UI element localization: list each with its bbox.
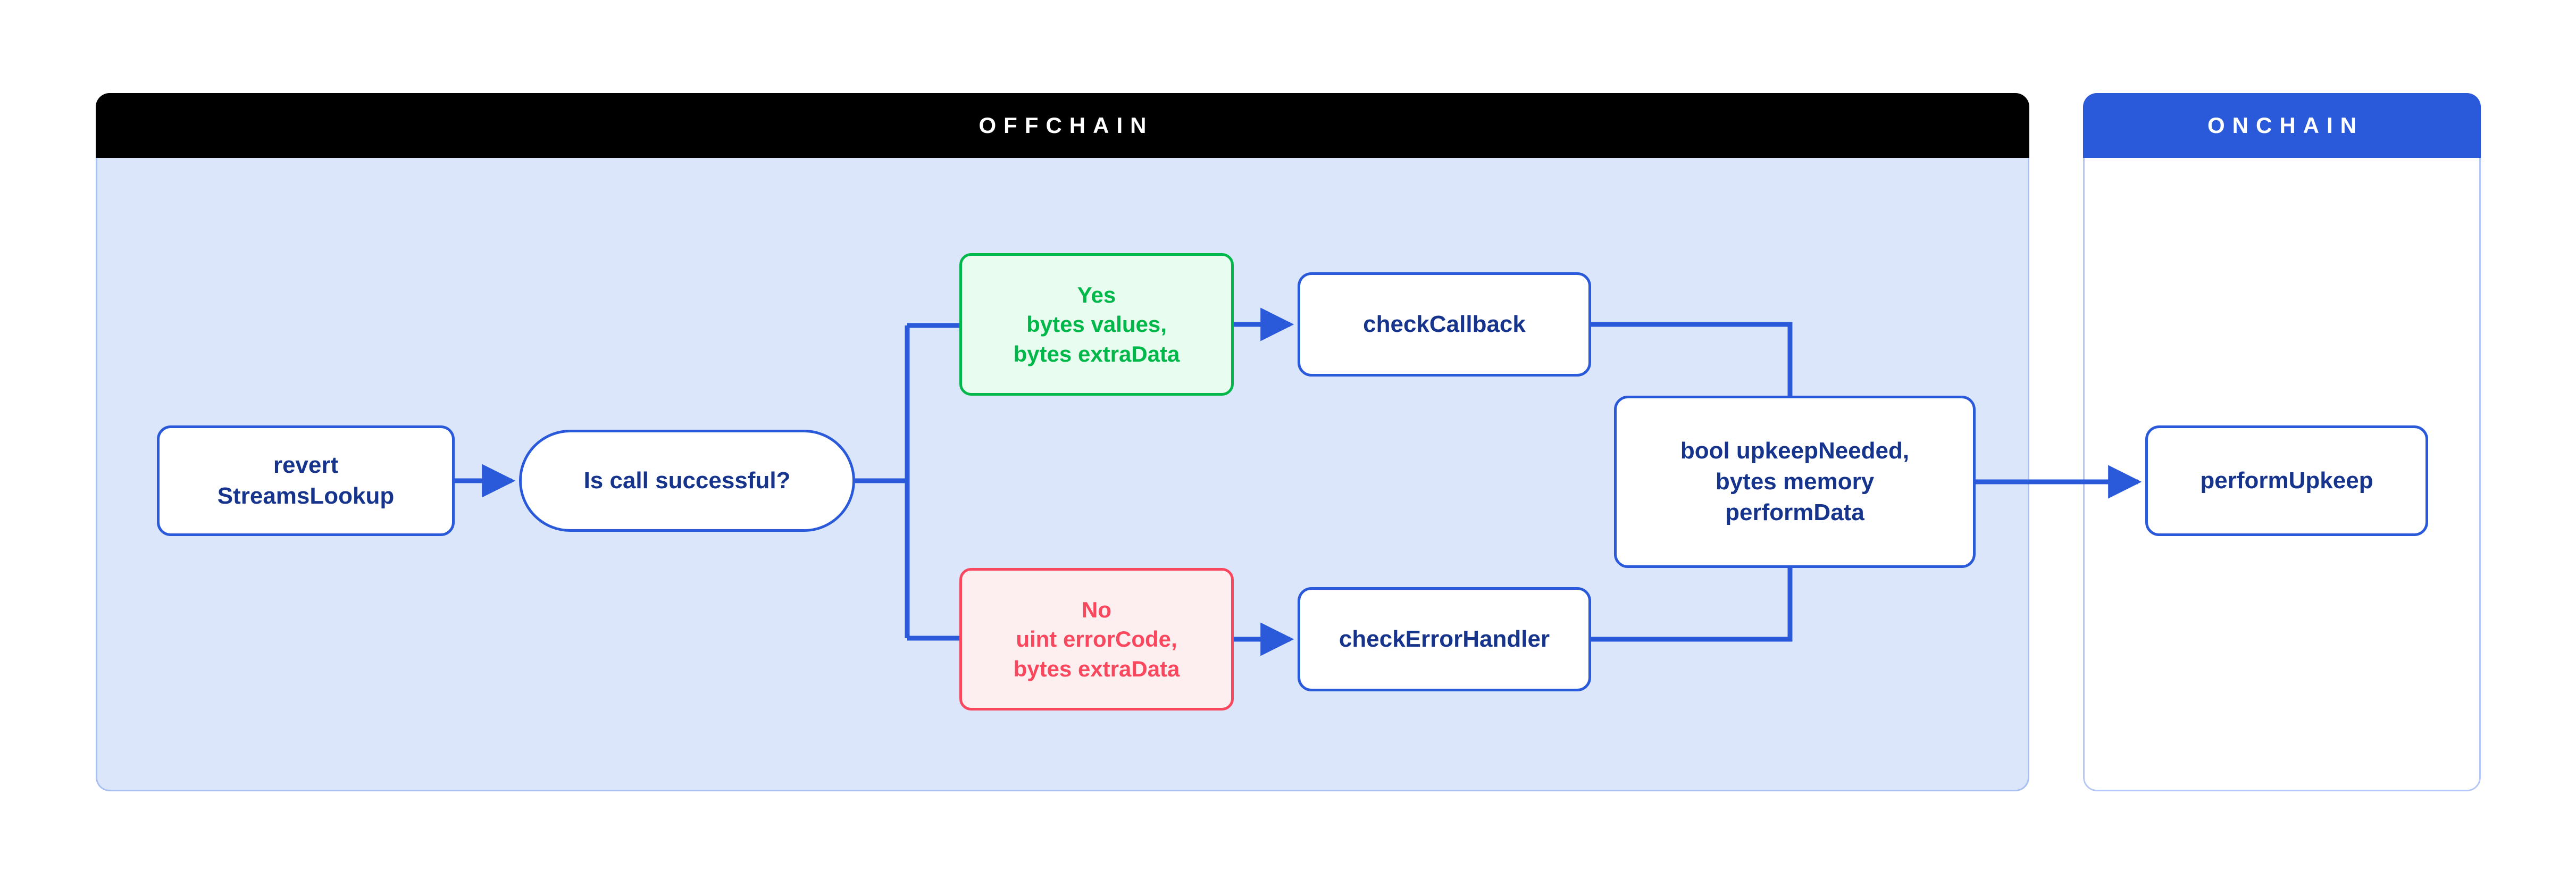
panel-onchain-title: ONCHAIN xyxy=(2083,93,2481,158)
node-upkeep-result[interactable]: bool upkeepNeeded, bytes memory performD… xyxy=(1614,396,1976,568)
node-revert-streamslookup[interactable]: revert StreamsLookup xyxy=(157,425,455,536)
node-checkcallback[interactable]: checkCallback xyxy=(1298,272,1591,377)
node-checkerrorhandler[interactable]: checkErrorHandler xyxy=(1298,587,1591,691)
node-is-call-successful[interactable]: Is call successful? xyxy=(519,430,855,532)
panel-offchain-title: OFFCHAIN xyxy=(96,93,2029,158)
node-no-branch[interactable]: No uint errorCode, bytes extraData xyxy=(959,568,1234,711)
node-yes-branch[interactable]: Yes bytes values, bytes extraData xyxy=(959,253,1234,396)
node-performupkeep[interactable]: performUpkeep xyxy=(2145,425,2428,536)
